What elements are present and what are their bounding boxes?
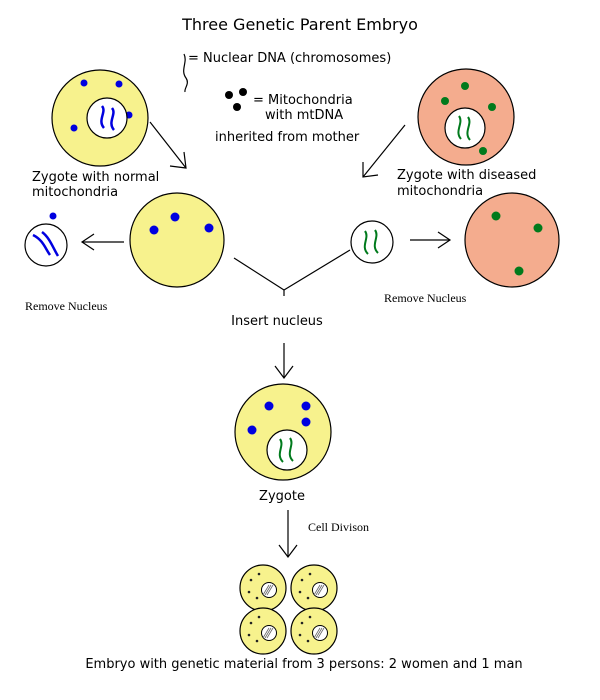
zygote-diseased — [417, 68, 515, 166]
insert-connector — [233, 249, 351, 296]
zygote-label: Zygote — [259, 489, 305, 504]
embryo-cell-3 — [239, 607, 287, 655]
enucleated-diseased-cell — [464, 192, 560, 288]
insert-nucleus-label: Insert nucleus — [231, 314, 323, 329]
zygote-diseased-label-1: Zygote with diseased — [397, 168, 536, 183]
embryo-cell-4 — [290, 607, 338, 655]
four-cell-embryo — [239, 564, 338, 655]
mitochondria-icon — [225, 88, 247, 111]
legend-mito-line1: = Mitochondria — [253, 93, 353, 108]
zygote-normal-label-2: mitochondria — [32, 185, 118, 200]
remove-nucleus-left-label: Remove Nucleus — [25, 299, 108, 313]
legend-mito-line3: inherited from mother — [215, 130, 360, 145]
nucleus — [444, 107, 486, 149]
nucleus — [86, 97, 128, 139]
arrow-left-down — [149, 121, 187, 169]
arrow-remove-right — [410, 231, 452, 249]
zygote-normal-label-1: Zygote with normal — [32, 170, 159, 185]
extracted-nucleus — [350, 220, 394, 264]
arrow-to-zygote — [274, 343, 294, 379]
zygote-diseased-label-2: mitochondria — [397, 184, 483, 199]
reconstructed-zygote — [234, 383, 332, 481]
arrow-cell-division — [278, 510, 298, 558]
legend-mitochondria: = Mitochondria with mtDNA inherited from… — [215, 88, 360, 145]
remove-nucleus-right-label: Remove Nucleus — [384, 291, 467, 305]
arrow-remove-left — [80, 233, 124, 251]
arrow-right-down — [362, 124, 406, 178]
zygote-normal — [51, 69, 149, 167]
cell-division-label: Cell Divison — [308, 520, 369, 534]
embryo-cell-1 — [239, 564, 287, 612]
legend-nuclear-dna-label: = Nuclear DNA (chromosomes) — [188, 51, 391, 66]
enucleated-healthy-cell — [129, 192, 225, 288]
chromosome-icon — [183, 53, 188, 93]
removed-nucleus-left — [24, 212, 68, 267]
footer-caption: Embryo with genetic material from 3 pers… — [85, 657, 522, 672]
diagram-title: Three Genetic Parent Embryo — [181, 15, 418, 34]
legend-nuclear-dna: = Nuclear DNA (chromosomes) — [183, 51, 391, 93]
embryo-cell-2 — [290, 564, 338, 612]
legend-mito-line2: with mtDNA — [265, 108, 343, 123]
